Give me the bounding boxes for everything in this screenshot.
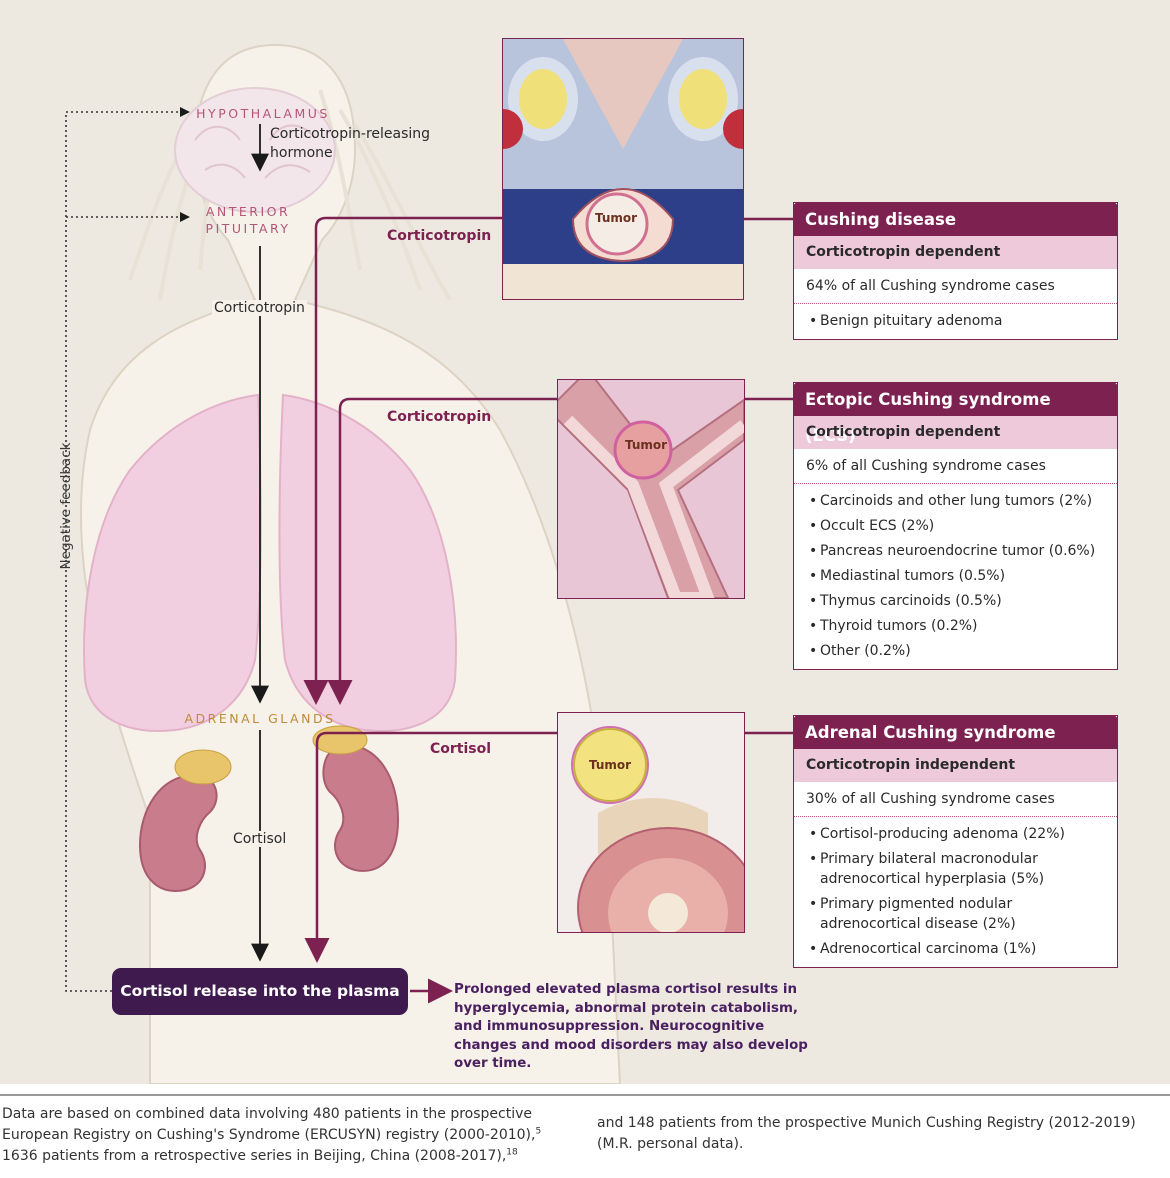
list-item: Benign pituitary adenoma (806, 311, 1105, 331)
adrenal-tumor-inset: Tumor (557, 712, 745, 933)
cause-list: Cortisol-producing adenoma (22%) Primary… (794, 817, 1117, 967)
anatomy-illustration (65, 43, 793, 1084)
list-item: Occult ECS (2%) (806, 516, 1105, 536)
anterior-pituitary-label-line2: PITUITARY (205, 221, 291, 236)
box-dependency: Corticotropin independent (794, 749, 1117, 782)
tumor-label: Tumor (625, 438, 668, 452)
footnote-line: Data are based on combined data involvin… (2, 1106, 532, 1122)
cortisol-adrenal-arrow-label: Cortisol (430, 741, 492, 757)
box-title: Ectopic Cushing syndrome (ECS) (793, 382, 1118, 445)
box-share: 30% of all Cushing syndrome cases (794, 782, 1117, 817)
corticotropin-pituitary-arrow-label: Corticotropin (387, 228, 492, 244)
list-item: Adrenocortical carcinoma (1%) (806, 939, 1087, 959)
cause-list: Carcinoids and other lung tumors (2%) Oc… (794, 484, 1117, 669)
footnote-line: and 148 patients from the prospective Mu… (597, 1115, 1136, 1131)
box-title: Adrenal Cushing syndrome (793, 715, 1118, 749)
list-item: Other (0.2%) (806, 641, 1105, 661)
list-item: Pancreas neuroendocrine tumor (0.6%) (806, 541, 1105, 561)
cortisol-release-box: Cortisol release into the plasma (112, 968, 408, 1015)
corticotropin-flow-label: Corticotropin (212, 300, 307, 316)
footnote-line: European Registry on Cushing's Syndrome … (2, 1126, 542, 1143)
tumor-label: Tumor (595, 211, 638, 225)
pituitary-tumor-inset: Tumor (502, 38, 744, 300)
box-share: 64% of all Cushing syndrome cases (794, 269, 1117, 304)
crh-label-line1: Corticotropin-releasing (270, 126, 431, 142)
reference-number: 5 (535, 1126, 542, 1137)
list-item: Cortisol-producing adenoma (22%) (806, 824, 1087, 844)
box-dependency: Corticotropin dependent (794, 236, 1117, 269)
footnote-column-1: Data are based on combined data involvin… (2, 1104, 562, 1167)
ectopic-cushing-box: Ectopic Cushing syndrome (ECS) Corticotr… (793, 382, 1118, 670)
list-item: Primary pigmented nodular adrenocortical… (806, 894, 1087, 934)
figure: HYPOTHALAMUS ANTERIOR PITUITARY ADRENAL … (0, 0, 1170, 1084)
negative-feedback-label: Negative feedback (58, 442, 74, 570)
crh-label-line2: hormone (270, 145, 333, 161)
list-item: Primary bilateral macronodular adrenocor… (806, 849, 1087, 889)
anterior-pituitary-label-line1: ANTERIOR (205, 204, 291, 219)
list-item: Thyroid tumors (0.2%) (806, 616, 1105, 636)
footnote-divider (0, 1094, 1170, 1096)
lung-tumor-inset: Tumor (557, 379, 745, 599)
box-dependency: Corticotropin dependent (794, 416, 1117, 449)
list-item: Mediastinal tumors (0.5%) (806, 566, 1105, 586)
list-item: Carcinoids and other lung tumors (2%) (806, 491, 1105, 511)
box-share: 6% of all Cushing syndrome cases (794, 449, 1117, 484)
cushing-disease-box: Cushing disease Corticotropin dependent … (793, 202, 1118, 340)
adrenal-glands-label: ADRENAL GLANDS (184, 711, 336, 726)
list-item: Thymus carcinoids (0.5%) (806, 591, 1105, 611)
reference-number: 18 (506, 1147, 518, 1158)
footnote-line: (M.R. personal data). (597, 1136, 744, 1152)
footnote-line: 1636 patients from a retrospective serie… (2, 1147, 518, 1164)
adrenal-cushing-box: Adrenal Cushing syndrome Corticotropin i… (793, 715, 1118, 968)
footnote: Data are based on combined data involvin… (0, 1084, 1170, 1178)
cortisol-flow-label: Cortisol (231, 831, 289, 847)
box-title: Cushing disease (793, 202, 1118, 236)
cause-list: Benign pituitary adenoma (794, 304, 1117, 339)
corticotropin-ectopic-arrow-label: Corticotropin (387, 409, 492, 425)
tumor-label: Tumor (589, 758, 632, 772)
hypothalamus-label: HYPOTHALAMUS (196, 106, 330, 121)
footnote-column-2: and 148 patients from the prospective Mu… (597, 1113, 1167, 1155)
cortisol-effect-text: Prolonged elevated plasma cortisol resul… (454, 982, 808, 1071)
